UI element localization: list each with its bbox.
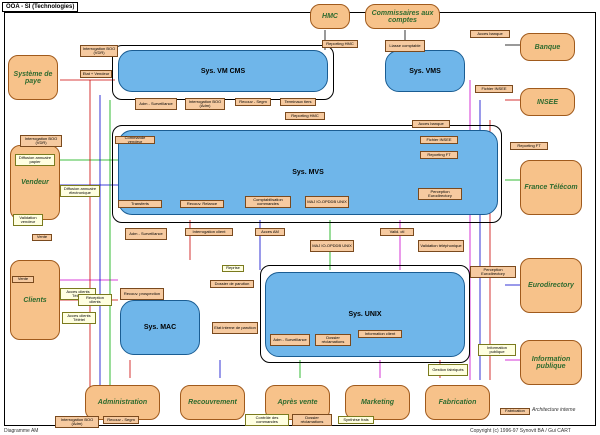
actor-fabrication[interactable]: Fabrication bbox=[425, 385, 490, 420]
flow-label: Dossier réclamations bbox=[315, 334, 351, 346]
mvs-frame bbox=[112, 125, 502, 223]
flow-label: Réception clients bbox=[78, 294, 112, 306]
footer-right: Copyright (c) 1996-97 Synovit BA / Gui C… bbox=[470, 428, 571, 434]
flow-label: Interrogation client bbox=[185, 228, 233, 236]
footer-arch: Architecture interne bbox=[532, 407, 576, 413]
flow-label: Fichier INSEE bbox=[475, 85, 513, 93]
flow-label: Reporting FT bbox=[510, 142, 548, 150]
flow-label: Acces banque bbox=[470, 30, 510, 38]
flow-label: Terminaux tiers bbox=[280, 98, 316, 106]
flow-label: Dossier réclamations bbox=[292, 414, 332, 426]
diagram-title: OOA - SI (Technologies) bbox=[2, 2, 79, 12]
flow-label: MAJ IO-OPDDB UNIX bbox=[310, 240, 354, 252]
flow-label: MAJ IO-OPDDB UNIX bbox=[305, 196, 349, 208]
flow-label: Perception Eurodirectory bbox=[470, 266, 516, 278]
flow-label: Information publique bbox=[478, 344, 516, 356]
unix-frame bbox=[260, 265, 470, 363]
flow-label: Comptabilisation commandes bbox=[245, 196, 291, 208]
flow-label: Validation téléphonique bbox=[418, 240, 464, 252]
footer-left: Diagramme AM bbox=[4, 428, 39, 434]
flow-label: Adm - Surveillance bbox=[270, 334, 310, 346]
flow-label: Etat interne de parution bbox=[212, 322, 258, 334]
flow-label: Reporting HMC bbox=[322, 40, 358, 48]
flow-label: Diffusion annuaire papier bbox=[15, 154, 55, 166]
flow-label: Commande vendeur bbox=[115, 135, 155, 144]
flow-label: Information client bbox=[358, 330, 402, 338]
flow-label: Acces clients Télétel bbox=[62, 312, 96, 324]
flow-label: Liasse comptable bbox=[385, 40, 425, 52]
flow-label: Diffusion annuaire électronique bbox=[60, 185, 100, 197]
flow-label: Fichier INSEE bbox=[420, 136, 458, 144]
actor-eurodirectory[interactable]: Eurodirectory bbox=[520, 258, 582, 313]
flow-label: Fabrication bbox=[500, 408, 530, 415]
flow-label: Adm - Surveillance bbox=[135, 98, 177, 110]
system-vm-cms[interactable]: Sys. VM CMS bbox=[118, 50, 328, 92]
flow-label: Validation vendeur bbox=[13, 214, 43, 226]
flow-label: Recouv. prospection bbox=[120, 288, 164, 300]
flow-label: Acces banque bbox=[412, 120, 450, 128]
flow-label: Adm - Surveillance bbox=[125, 228, 167, 240]
system-mac[interactable]: Sys. MAC bbox=[120, 300, 200, 355]
flow-label: Acces AM bbox=[255, 228, 285, 236]
system-vms[interactable]: Sys. VMS bbox=[385, 50, 465, 92]
actor-commissaires[interactable]: Commissaires aux comptes bbox=[365, 4, 440, 29]
flow-label: Recouv. Relance bbox=[180, 200, 224, 208]
actor-insee[interactable]: INSEE bbox=[520, 88, 575, 116]
flow-label: Vente bbox=[12, 276, 34, 283]
actor-paye[interactable]: Système de paye bbox=[8, 55, 58, 100]
actor-clients[interactable]: Clients bbox=[10, 260, 60, 340]
flow-label: Perception Eurodirectory bbox=[418, 188, 462, 200]
flow-label: Dossier de parution bbox=[210, 280, 254, 288]
actor-information-publique[interactable]: Information publique bbox=[520, 340, 582, 385]
flow-label: Etat + Vendeur bbox=[80, 70, 112, 78]
flow-label: Recouv - Segm bbox=[235, 98, 271, 106]
actor-administration[interactable]: Administration bbox=[85, 385, 160, 420]
flow-label: Gestion fabriqués bbox=[428, 364, 468, 376]
flow-label: Interrogation BOO (Adm) bbox=[185, 98, 225, 110]
flow-label: Reporting FT bbox=[420, 151, 458, 159]
flow-label: Valid. ctl bbox=[380, 228, 414, 236]
flow-label: Reprise bbox=[222, 265, 244, 272]
actor-banque[interactable]: Banque bbox=[520, 33, 575, 61]
flow-label: Synthèse frais bbox=[338, 416, 374, 424]
actor-france-telecom[interactable]: France Télécom bbox=[520, 160, 582, 215]
flow-label: Interrogation BOO (VDR) bbox=[20, 135, 62, 147]
flow-label: Reporting HMC bbox=[285, 112, 325, 120]
flow-label: Contrôle des commandes bbox=[245, 414, 289, 426]
flow-label: Interrogation BOO (VDR) bbox=[80, 45, 118, 57]
flow-label: Vente bbox=[32, 234, 52, 241]
flow-label: Recouv - Segm bbox=[103, 416, 139, 424]
flow-label: Interrogation BOO (Adm) bbox=[55, 416, 99, 428]
flow-label: Transferts bbox=[118, 200, 162, 208]
actor-recouvrement[interactable]: Recouvrement bbox=[180, 385, 245, 420]
actor-hmc[interactable]: HMC bbox=[310, 4, 350, 29]
actor-marketing[interactable]: Marketing bbox=[345, 385, 410, 420]
